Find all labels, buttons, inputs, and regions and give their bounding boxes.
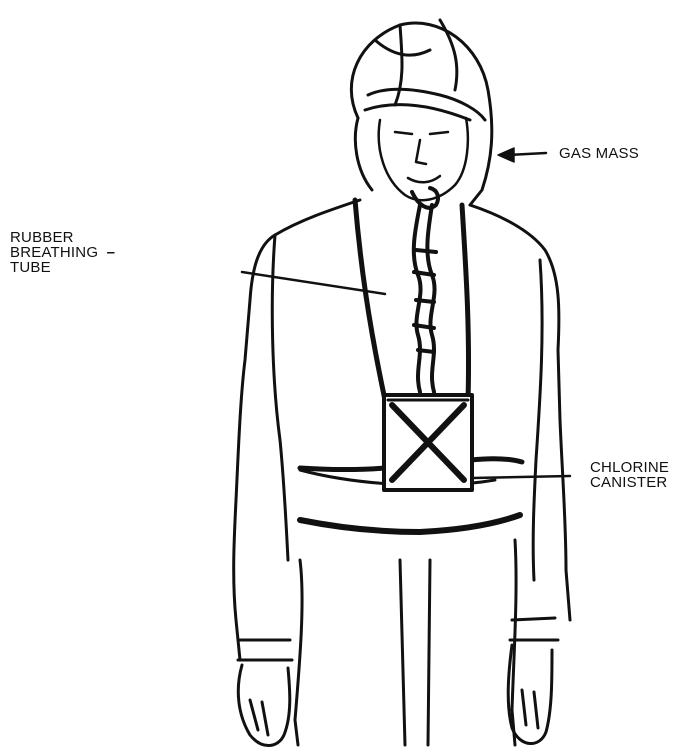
arms-and-hands [238,618,558,746]
rubber-line-3: TUBE [10,260,115,275]
chlorine-canister [384,395,472,490]
rubber-dash: – [107,244,116,261]
arrow-head-icon [498,148,514,162]
rubber-label: RUBBER BREATHING – TUBE [10,230,115,275]
chlorine-line-1: CHLORINE [590,460,669,475]
mask-and-tube [412,188,438,392]
canister-leader [473,476,570,478]
chlorine-line-2: CANISTER [590,475,669,490]
chlorine-canister-label: CHLORINE CANISTER [590,460,669,490]
face [379,118,468,200]
rubber-line-2: BREATHING – [10,245,115,260]
gas-mass-label: GAS MASS [559,146,639,161]
helmet [351,20,491,205]
rubber-line-1: RUBBER [10,230,115,245]
